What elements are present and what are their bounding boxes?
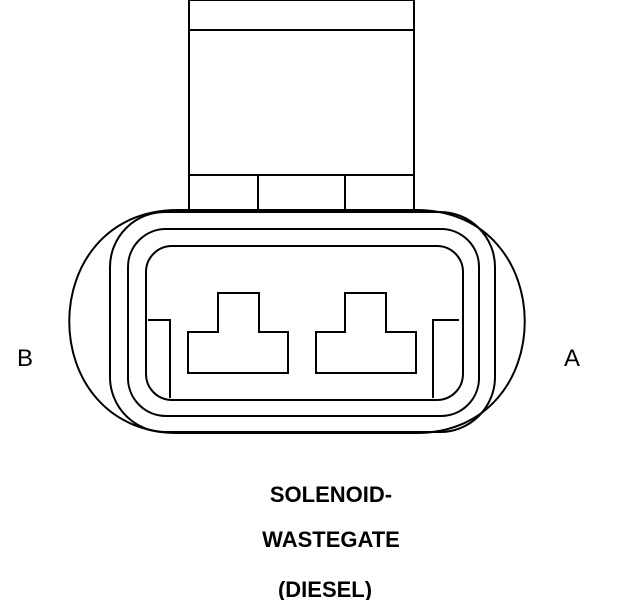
caption-line-1: SOLENOID- — [270, 482, 392, 507]
pin-b-label: B — [17, 345, 33, 372]
polarizing-key-right — [432, 319, 459, 398]
connector-shell-3 — [127, 228, 480, 417]
lock-tab-body — [188, 0, 415, 211]
connector-body — [68, 209, 526, 434]
pin-a-label: A — [564, 345, 580, 372]
terminal-a — [315, 292, 417, 374]
terminals — [187, 292, 417, 374]
caption-line-3: (DIESEL) — [278, 577, 372, 600]
polarizing-key-left — [148, 319, 171, 398]
connector-inner-cavity — [145, 245, 464, 401]
connector-shell-2 — [109, 211, 496, 433]
polarizing-keys — [148, 319, 459, 398]
caption-line-2: WASTEGATE — [262, 527, 400, 552]
terminal-b — [187, 292, 289, 374]
connector-lock-tab — [188, 0, 415, 211]
